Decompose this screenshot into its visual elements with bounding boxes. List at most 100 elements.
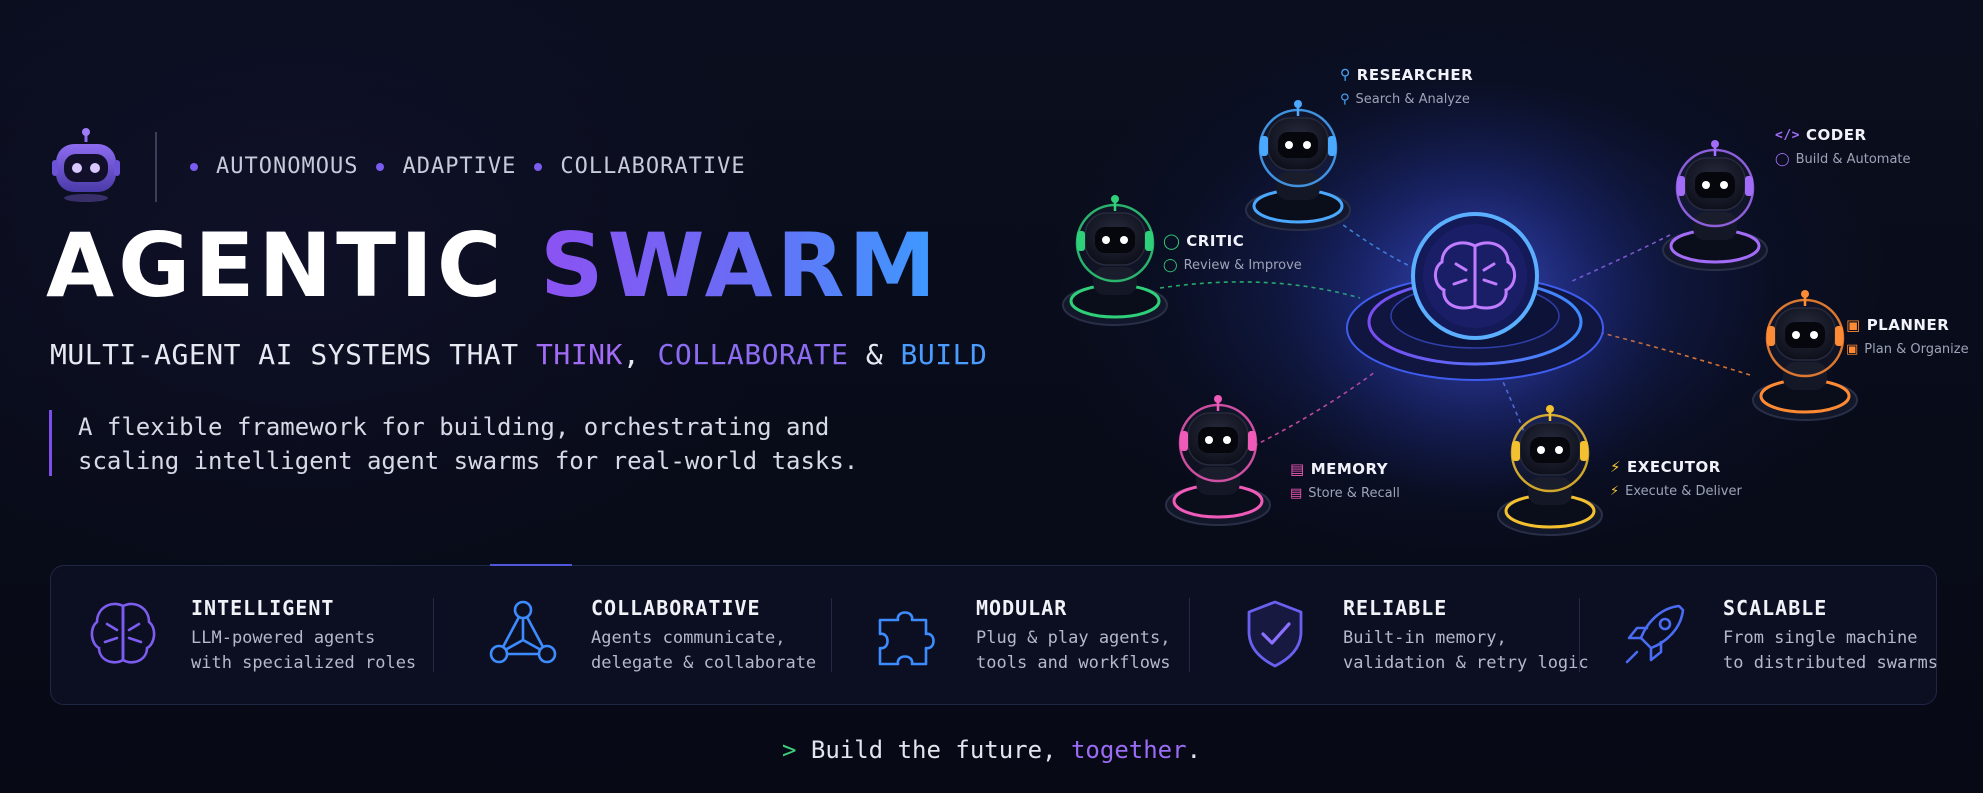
robot-avatar-memory	[1165, 395, 1271, 526]
database-icon: ▤	[1290, 486, 1303, 501]
feature-separator	[433, 598, 434, 672]
shield-check-icon	[1247, 600, 1303, 668]
feature-title: INTELLIGENT	[191, 596, 335, 620]
central-hub	[1265, 90, 1685, 510]
agent-name: RESEARCHER	[1356, 66, 1474, 84]
rocket-icon	[1625, 604, 1685, 664]
agent-swarm-diagram: ⚲ RESEARCHER ⚲ Search & Analyze </> CODER ◯…	[1030, 50, 1983, 560]
feature-title: RELIABLE	[1343, 596, 1448, 620]
puzzle-icon	[878, 611, 935, 666]
agent-role: Plan & Organize	[1864, 342, 1969, 357]
feature-intelligent: INTELLIGENT LLM-powered agents with speci…	[51, 566, 431, 704]
tagline: > Build the future, together.	[0, 736, 1983, 764]
agent-name: CRITIC	[1186, 232, 1245, 250]
tag-dot	[190, 162, 198, 171]
clipboard-icon: ▣	[1846, 342, 1859, 357]
feature-scalable: SCALABLE From single machine to distribut…	[1583, 566, 1938, 704]
agent-name: CODER	[1805, 126, 1867, 144]
feature-line: Plug & play agents,	[976, 628, 1171, 648]
header-divider	[155, 132, 157, 202]
feature-line: From single machine	[1723, 628, 1918, 648]
network-icon	[489, 600, 557, 664]
hub-brain-icon	[1434, 241, 1516, 310]
title-word-agentic: AGENTIC	[46, 214, 506, 317]
agent-name: MEMORY	[1310, 460, 1389, 478]
shield-icon: ◯	[1163, 258, 1178, 273]
search-icon: ⚲	[1340, 92, 1350, 107]
tag-autonomous: AUTONOMOUS	[216, 154, 359, 179]
robot-avatar-executor	[1497, 405, 1603, 536]
feature-separator	[1579, 598, 1580, 672]
feature-description: From single machine to distributed swarms	[1723, 626, 1938, 676]
agent-label-researcher: ⚲ RESEARCHER ⚲ Search & Analyze	[1340, 66, 1473, 107]
agent-label-executor: ⚡EXECUTOR ⚡Execute & Deliver	[1610, 458, 1742, 499]
subtitle-comma: ,	[622, 338, 658, 371]
agent-role: Search & Analyze	[1355, 92, 1470, 107]
feature-description: LLM-powered agents with specialized roles	[191, 626, 416, 676]
feature-line: Built-in memory,	[1343, 628, 1507, 648]
clipboard-icon: ▣	[1846, 316, 1861, 334]
description: A flexible framework for building, orche…	[78, 413, 859, 475]
feature-line: LLM-powered agents	[191, 628, 376, 648]
search-icon: ⚲	[1340, 67, 1351, 83]
robot-avatar-planner	[1752, 290, 1858, 421]
agent-name: PLANNER	[1866, 316, 1950, 334]
cube-icon: ◯	[1775, 152, 1790, 167]
feature-separator	[1189, 598, 1190, 672]
subtitle-amp: &	[848, 338, 901, 371]
tag-dot	[376, 162, 385, 171]
code-icon: </>	[1775, 127, 1800, 143]
tag-row: AUTONOMOUS ADAPTIVE COLLABORATIVE	[190, 154, 746, 179]
feature-collaborative: COLLABORATIVE Agents communicate, delegat…	[451, 566, 831, 704]
lightning-icon: ⚡	[1610, 458, 1622, 476]
feature-line: tools and workflows	[976, 653, 1171, 673]
subtitle-build: BUILD	[900, 338, 988, 371]
feature-description: Agents communicate, delegate & collaborat…	[591, 626, 816, 676]
agent-role: Store & Recall	[1308, 486, 1400, 501]
robot-logo-icon	[52, 128, 120, 202]
feature-line: Agents communicate,	[591, 628, 786, 648]
feature-title: COLLABORATIVE	[591, 596, 761, 620]
feature-reliable: RELIABLE Built-in memory, validation & re…	[1203, 566, 1589, 704]
database-icon: ▤	[1290, 460, 1305, 478]
description-accent-bar	[49, 410, 52, 476]
feature-line: to distributed swarms	[1723, 653, 1938, 673]
page-title: AGENTIC SWARM	[46, 222, 940, 310]
tag-dot	[534, 162, 543, 171]
subtitle-think: THINK	[536, 338, 623, 371]
subtitle: MULTI-AGENT AI SYSTEMS THAT THINK, COLLA…	[50, 338, 987, 371]
subtitle-prefix: MULTI-AGENT AI SYSTEMS THAT	[50, 338, 537, 371]
feature-description: Plug & play agents, tools and workflows	[976, 626, 1170, 676]
diagram-graphic	[1062, 90, 1858, 536]
tagline-highlight: together	[1070, 736, 1187, 764]
tagline-text: Build the future,	[796, 736, 1071, 764]
tagline-prompt: >	[781, 736, 797, 764]
features-accent-line	[490, 564, 572, 566]
robot-avatar-researcher	[1245, 100, 1351, 231]
feature-title: MODULAR	[976, 596, 1068, 620]
tag-adaptive: ADAPTIVE	[402, 154, 517, 179]
brain-icon	[90, 602, 156, 664]
feature-line: with specialized roles	[191, 653, 417, 673]
feature-description: Built-in memory, validation & retry logic	[1343, 626, 1589, 676]
lightning-icon: ⚡	[1610, 484, 1620, 499]
agent-label-coder: </> CODER ◯ Build & Automate	[1775, 126, 1911, 167]
feature-separator	[831, 598, 832, 672]
agent-label-planner: ▣PLANNER ▣Plan & Organize	[1846, 316, 1969, 357]
agent-label-memory: ▤MEMORY ▤Store & Recall	[1290, 460, 1400, 501]
feature-title: SCALABLE	[1723, 596, 1828, 620]
feature-modular: MODULAR Plug & play agents, tools and wor…	[836, 566, 1196, 704]
title-word-swarm: SWARM	[540, 214, 941, 317]
subtitle-collaborate: COLLABORATE	[657, 338, 849, 371]
feature-line: delegate & collaborate	[591, 653, 817, 673]
feature-line: validation & retry logic	[1343, 653, 1589, 673]
tagline-end: .	[1186, 736, 1202, 764]
shield-icon: ◯	[1163, 232, 1181, 250]
agent-role: Build & Automate	[1795, 152, 1911, 167]
features-panel: INTELLIGENT LLM-powered agents with speci…	[50, 565, 1938, 705]
agent-name: EXECUTOR	[1627, 458, 1721, 476]
agent-role: Execute & Deliver	[1625, 484, 1742, 499]
agent-label-critic: ◯CRITIC ◯Review & Improve	[1163, 232, 1302, 273]
tag-collaborative: COLLABORATIVE	[560, 154, 746, 179]
robot-avatar-critic	[1062, 195, 1168, 326]
